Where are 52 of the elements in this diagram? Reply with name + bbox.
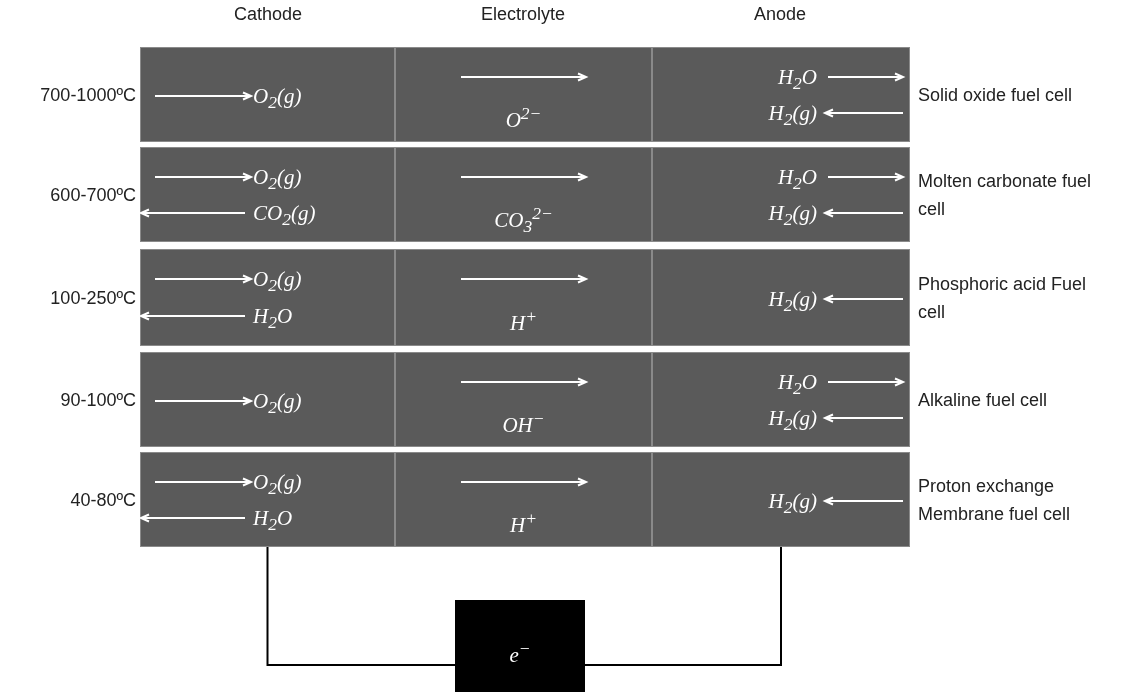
species-label: OH$^{−}$ (502, 406, 545, 437)
fuel-cell-name: Alkaline fuel cell (918, 388, 1049, 412)
electron-box (455, 600, 585, 692)
electrolyte-cell (395, 452, 652, 547)
wire (266, 546, 456, 666)
fuel-cell-name: Solid oxide fuel cell (918, 83, 1074, 107)
cathode-cell (140, 452, 395, 547)
temperature-label: 90-100ºC (60, 388, 136, 411)
column-heading: Cathode (233, 3, 303, 25)
cathode-cell (140, 352, 395, 447)
anode-cell (652, 147, 910, 242)
electrolyte-cell (395, 249, 652, 346)
species-label: H$_{2}$O (253, 303, 293, 335)
temperature-label: 100-250ºC (50, 286, 136, 309)
species-label: H$_{2}$(g) (768, 488, 817, 519)
species-label: O$_{2}$(g) (253, 267, 302, 298)
species-label: H$^{+}$ (510, 304, 537, 335)
species-label: H$_{2}$O (777, 369, 817, 400)
anode-cell (652, 352, 910, 447)
species-label: H$_{2}$O (777, 64, 817, 95)
fuel-cell-name: Molten carbonate fuel cell (918, 169, 1093, 221)
wire (584, 546, 782, 666)
column-heading: Anode (753, 3, 807, 25)
species-label: O$_{2}$(g) (253, 83, 302, 114)
species-label: O$_{2}$(g) (253, 164, 302, 195)
fuel-cell-name: Proton exchange Membrane fuel cell (918, 474, 1072, 526)
species-label: O$^{2−}$ (505, 101, 542, 132)
species-label: CO$_{2}$(g) (253, 200, 316, 231)
electrolyte-cell (395, 352, 652, 447)
electrolyte-cell (395, 47, 652, 142)
species-label: H$_{2}$(g) (768, 405, 817, 436)
species-label: H$_{2}$O (777, 164, 817, 195)
anode-cell (652, 47, 910, 142)
electron-label: e$^{−}$ (509, 637, 531, 667)
species-label: O$_{2}$(g) (253, 469, 302, 500)
species-label: H$_{2}$O (253, 505, 293, 536)
species-label: H$_{2}$(g) (768, 286, 817, 317)
anode-cell (652, 452, 910, 547)
electrolyte-cell (395, 147, 652, 242)
species-label: H$_{2}$(g) (768, 200, 817, 231)
species-label: H$^{+}$ (510, 506, 537, 537)
column-heading: Electrolyte (481, 3, 565, 25)
species-label: O$_{2}$(g) (253, 388, 302, 419)
cathode-cell (140, 249, 395, 346)
temperature-label: 700-1000ºC (40, 83, 136, 106)
species-label: H$_{2}$(g) (768, 100, 817, 131)
anode-cell (652, 249, 910, 346)
cathode-cell (140, 147, 395, 242)
fuel-cell-name: Phosphoric acid Fuel cell (918, 272, 1088, 324)
temperature-label: 40-80ºC (70, 488, 136, 511)
cathode-cell (140, 47, 395, 142)
temperature-label: 600-700ºC (50, 183, 136, 206)
